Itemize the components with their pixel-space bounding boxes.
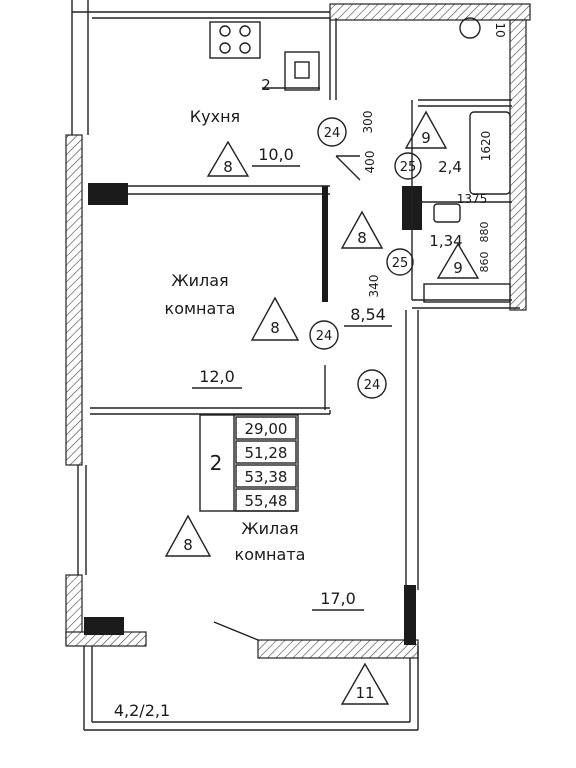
burner-3 [219,42,231,54]
dim-1620: 1620 [479,131,493,162]
kitchen-wall-width: 2 [261,76,271,94]
top-code-circle [459,17,481,39]
summary-area-4: 55,48 [245,492,288,510]
dim-10: 10 [493,22,507,37]
balcony-door-swing [213,621,259,641]
kitchen-finish-triangle [206,140,250,177]
stove [209,21,261,59]
dim-340: 340 [367,275,381,298]
kitchen-door-swing [335,155,361,181]
summary-cell-1 [235,416,297,440]
living2-name-line2: комната [235,545,306,564]
kitchen-code-circle [317,117,347,147]
bottom-exterior-wall-right [257,639,419,659]
dim-400: 400 [363,151,377,174]
bottom-pillar [84,617,124,635]
dim-880: 880 [478,222,491,243]
kitchen-area: 10,0 [258,145,294,164]
wc-shelf [423,283,511,303]
right-exterior-wall [509,19,527,311]
right-pillar [404,585,416,645]
kitchen-name: Кухня [190,107,240,126]
summary-cell-2 [235,440,297,464]
living1-finish-triangle [250,296,300,341]
hall-finish-triangle [340,210,384,249]
summary-area-3: 53,38 [245,468,288,486]
wc-code-circle [386,248,414,276]
hall-finish-code: 8 [357,229,367,247]
bathtub [469,111,511,195]
wc-area: 1,34 [429,232,462,250]
ventilation-shaft [284,51,320,91]
kitchen-pillar [88,183,128,205]
living1-area: 12,0 [199,367,235,386]
bath-finish-code: 9 [421,129,431,147]
wc-code: 25 [392,256,409,271]
living2-finish-triangle [164,514,212,557]
bath-area: 2,4 [438,158,462,176]
living1-right-wall [322,186,328,302]
burner-4 [239,42,251,54]
bath-code: 25 [400,160,417,175]
living1-finish-code: 8 [270,319,280,337]
kitchen-code: 24 [324,126,341,141]
summary-cell-4 [235,488,297,512]
burner-2 [239,25,251,37]
summary-area-2: 51,28 [245,444,288,462]
hall-code-circle-b [357,369,387,399]
dim-860: 860 [478,252,491,273]
burner-1 [219,25,231,37]
hall-code-circle-a [309,320,339,350]
living2-area: 17,0 [320,589,356,608]
dim-300: 300 [361,111,375,134]
balcony-finish-code: 11 [355,684,374,702]
hall-area: 8,54 [350,305,386,324]
summary-cell-3 [235,464,297,488]
bath-finish-triangle [404,110,448,149]
summary-areas: 29,00 51,28 53,38 55,48 [235,416,297,512]
summary-rooms-count: 2 [210,451,223,475]
balcony-area: 4,2/2,1 [114,701,170,720]
hall-code-b: 24 [364,378,381,393]
balcony-finish-triangle [340,662,390,705]
dim-1375: 1375 [457,192,488,206]
ventilation-inner [294,61,310,79]
bath-code-circle [394,152,422,180]
living2-name-line1: Жилая [241,519,298,538]
living2-finish-code: 8 [183,536,193,554]
summary-area-1: 29,00 [245,420,288,438]
kitchen-finish-code: 8 [223,158,233,176]
hall-code-a: 24 [316,329,333,344]
wc-finish-code: 9 [453,259,463,277]
wc-finish-triangle [436,242,480,279]
left-exterior-wall [65,134,83,466]
living1-name-line1: Жилая [171,271,228,290]
washbasin [433,203,461,223]
living1-name-line2: комната [165,299,236,318]
top-right-wall [329,3,531,21]
